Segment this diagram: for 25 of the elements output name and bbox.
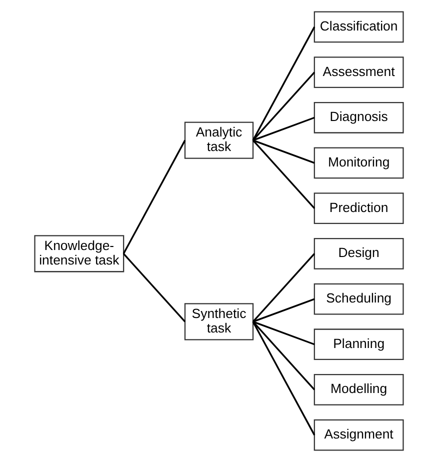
node-box: Classification <box>314 11 404 43</box>
connector <box>252 320 315 346</box>
node-box: Analytic task <box>184 122 254 159</box>
node-box: Design <box>314 238 404 270</box>
connector <box>122 253 186 322</box>
connector <box>122 140 186 254</box>
connector <box>252 140 316 209</box>
connector <box>252 298 315 322</box>
connector <box>252 72 316 141</box>
connector <box>252 321 316 436</box>
node-box: Prediction <box>314 192 404 224</box>
node-box: Modelling <box>314 374 404 406</box>
node-box: Assignment <box>314 419 404 451</box>
node-box: Scheduling <box>314 283 404 315</box>
node-box: Knowledge- intensive task <box>34 235 124 272</box>
connector <box>252 253 316 322</box>
connector <box>252 140 315 164</box>
connector <box>252 116 315 142</box>
connector <box>252 26 316 141</box>
connector <box>252 321 316 390</box>
node-box: Assessment <box>314 56 404 88</box>
node-box: Diagnosis <box>314 102 404 134</box>
node-box: Synthetic task <box>184 303 254 340</box>
node-box: Monitoring <box>314 147 404 179</box>
node-box: Planning <box>314 328 404 360</box>
